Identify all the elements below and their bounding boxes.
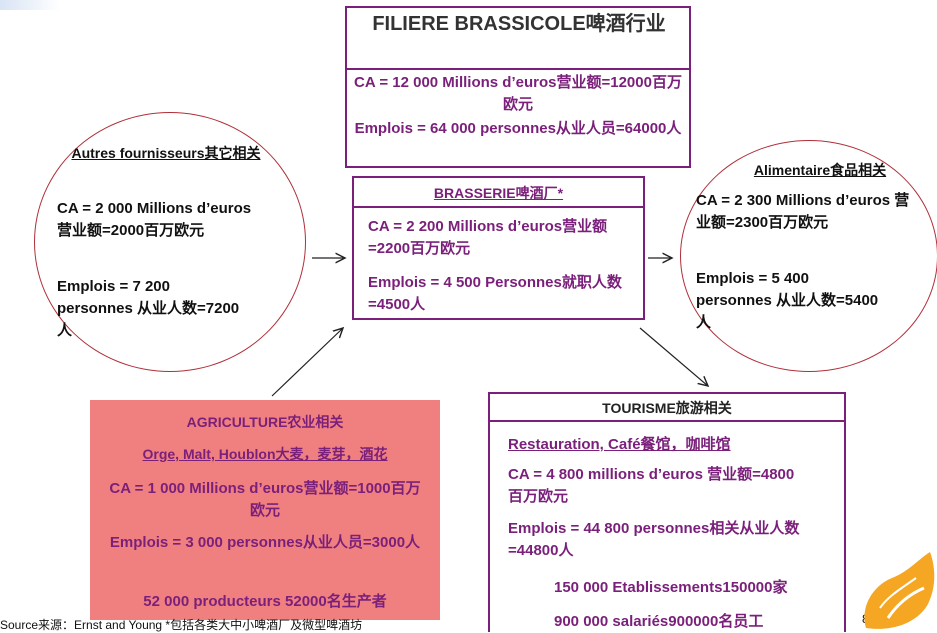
tourisme-etablissements: 150 000 Etablissements150000家 bbox=[554, 579, 788, 596]
brand-logo-icon bbox=[864, 552, 935, 629]
agriculture-title: AGRICULTURE农业相关 bbox=[186, 414, 344, 430]
alimentaire-title: Alimentaire食品相关 bbox=[753, 162, 887, 178]
agriculture-emplois: Emplois = 3 000 personnes从业人员=3000人 bbox=[109, 534, 421, 551]
agriculture-box bbox=[90, 400, 440, 620]
tourisme-emplois: Emplois = 44 800 personnes相关从业人数=44800人 bbox=[508, 520, 800, 559]
filiere-emplois: Emplois = 64 000 personnes从业人员=64000人 bbox=[354, 120, 682, 137]
logo-fragment bbox=[0, 0, 60, 10]
alimentaire-ca: CA = 2 300 Millions d’euros 营业额=2300百万欧元 bbox=[696, 192, 910, 231]
tourisme-sub: Restauration, Café餐馆，咖啡馆 bbox=[508, 436, 731, 453]
filiere-title: FILIERE BRASSICOLE啤酒行业 bbox=[372, 13, 666, 35]
alimentaire-emplois: Emplois = 5 400 personnes 从业人数=5400人 bbox=[696, 270, 879, 331]
autres-ca: CA = 2 000 Millions d’euros 营业额=2000百万欧元 bbox=[57, 200, 252, 239]
agriculture-ca: CA = 1 000 Millions d’euros营业额=1000百万欧元 bbox=[109, 480, 421, 519]
filiere-box: FILIERE BRASSICOLE啤酒行业 CA = 12 000 Milli… bbox=[345, 6, 691, 168]
agriculture-producteurs: 52 000 producteurs 52000名生产者 bbox=[143, 593, 387, 610]
autres-ellipse bbox=[34, 112, 306, 372]
brasserie-ca: CA = 2 200 Millions d’euros营业额=2200百万欧元 bbox=[368, 218, 608, 257]
filiere-ca: CA = 12 000 Millions d’euros营业额=12000百万欧… bbox=[354, 74, 682, 113]
tourisme-box bbox=[488, 392, 846, 632]
tourisme-salaries: 900 000 salariés900000名员工 bbox=[554, 613, 764, 630]
autres-emplois: Emplois = 7 200 personnes 从业人数=7200人 bbox=[57, 278, 240, 339]
brasserie-emplois: Emplois = 4 500 Personnes就职人数=4500人 bbox=[368, 274, 622, 313]
brasserie-title-bar bbox=[354, 178, 643, 208]
brasserie-box: BRASSERIE啤酒厂* CA = 2 200 Millions d’euro… bbox=[352, 176, 645, 320]
brasserie-title: BRASSERIE啤酒厂* bbox=[433, 185, 564, 201]
arrow-agriculture-to-brasserie bbox=[271, 328, 343, 397]
tourisme-title-divider bbox=[490, 420, 844, 422]
tourisme-title: TOURISME旅游相关 bbox=[602, 400, 732, 416]
footer-source: Source来源：Ernst and Young *包括各类大中小啤酒厂及微型啤… bbox=[0, 618, 363, 632]
alimentaire-ellipse bbox=[680, 140, 937, 372]
autres-title: Autres fournisseurs其它相关 bbox=[71, 145, 261, 161]
agriculture-sub: Orge, Malt, Houblon大麦，麦芽，酒花 bbox=[142, 446, 388, 462]
arrow-brasserie-to-tourisme bbox=[639, 327, 708, 386]
tourisme-ca: CA = 4 800 millions d’euros 营业额=4800百万欧元 bbox=[508, 466, 795, 505]
filiere-divider bbox=[347, 68, 689, 70]
